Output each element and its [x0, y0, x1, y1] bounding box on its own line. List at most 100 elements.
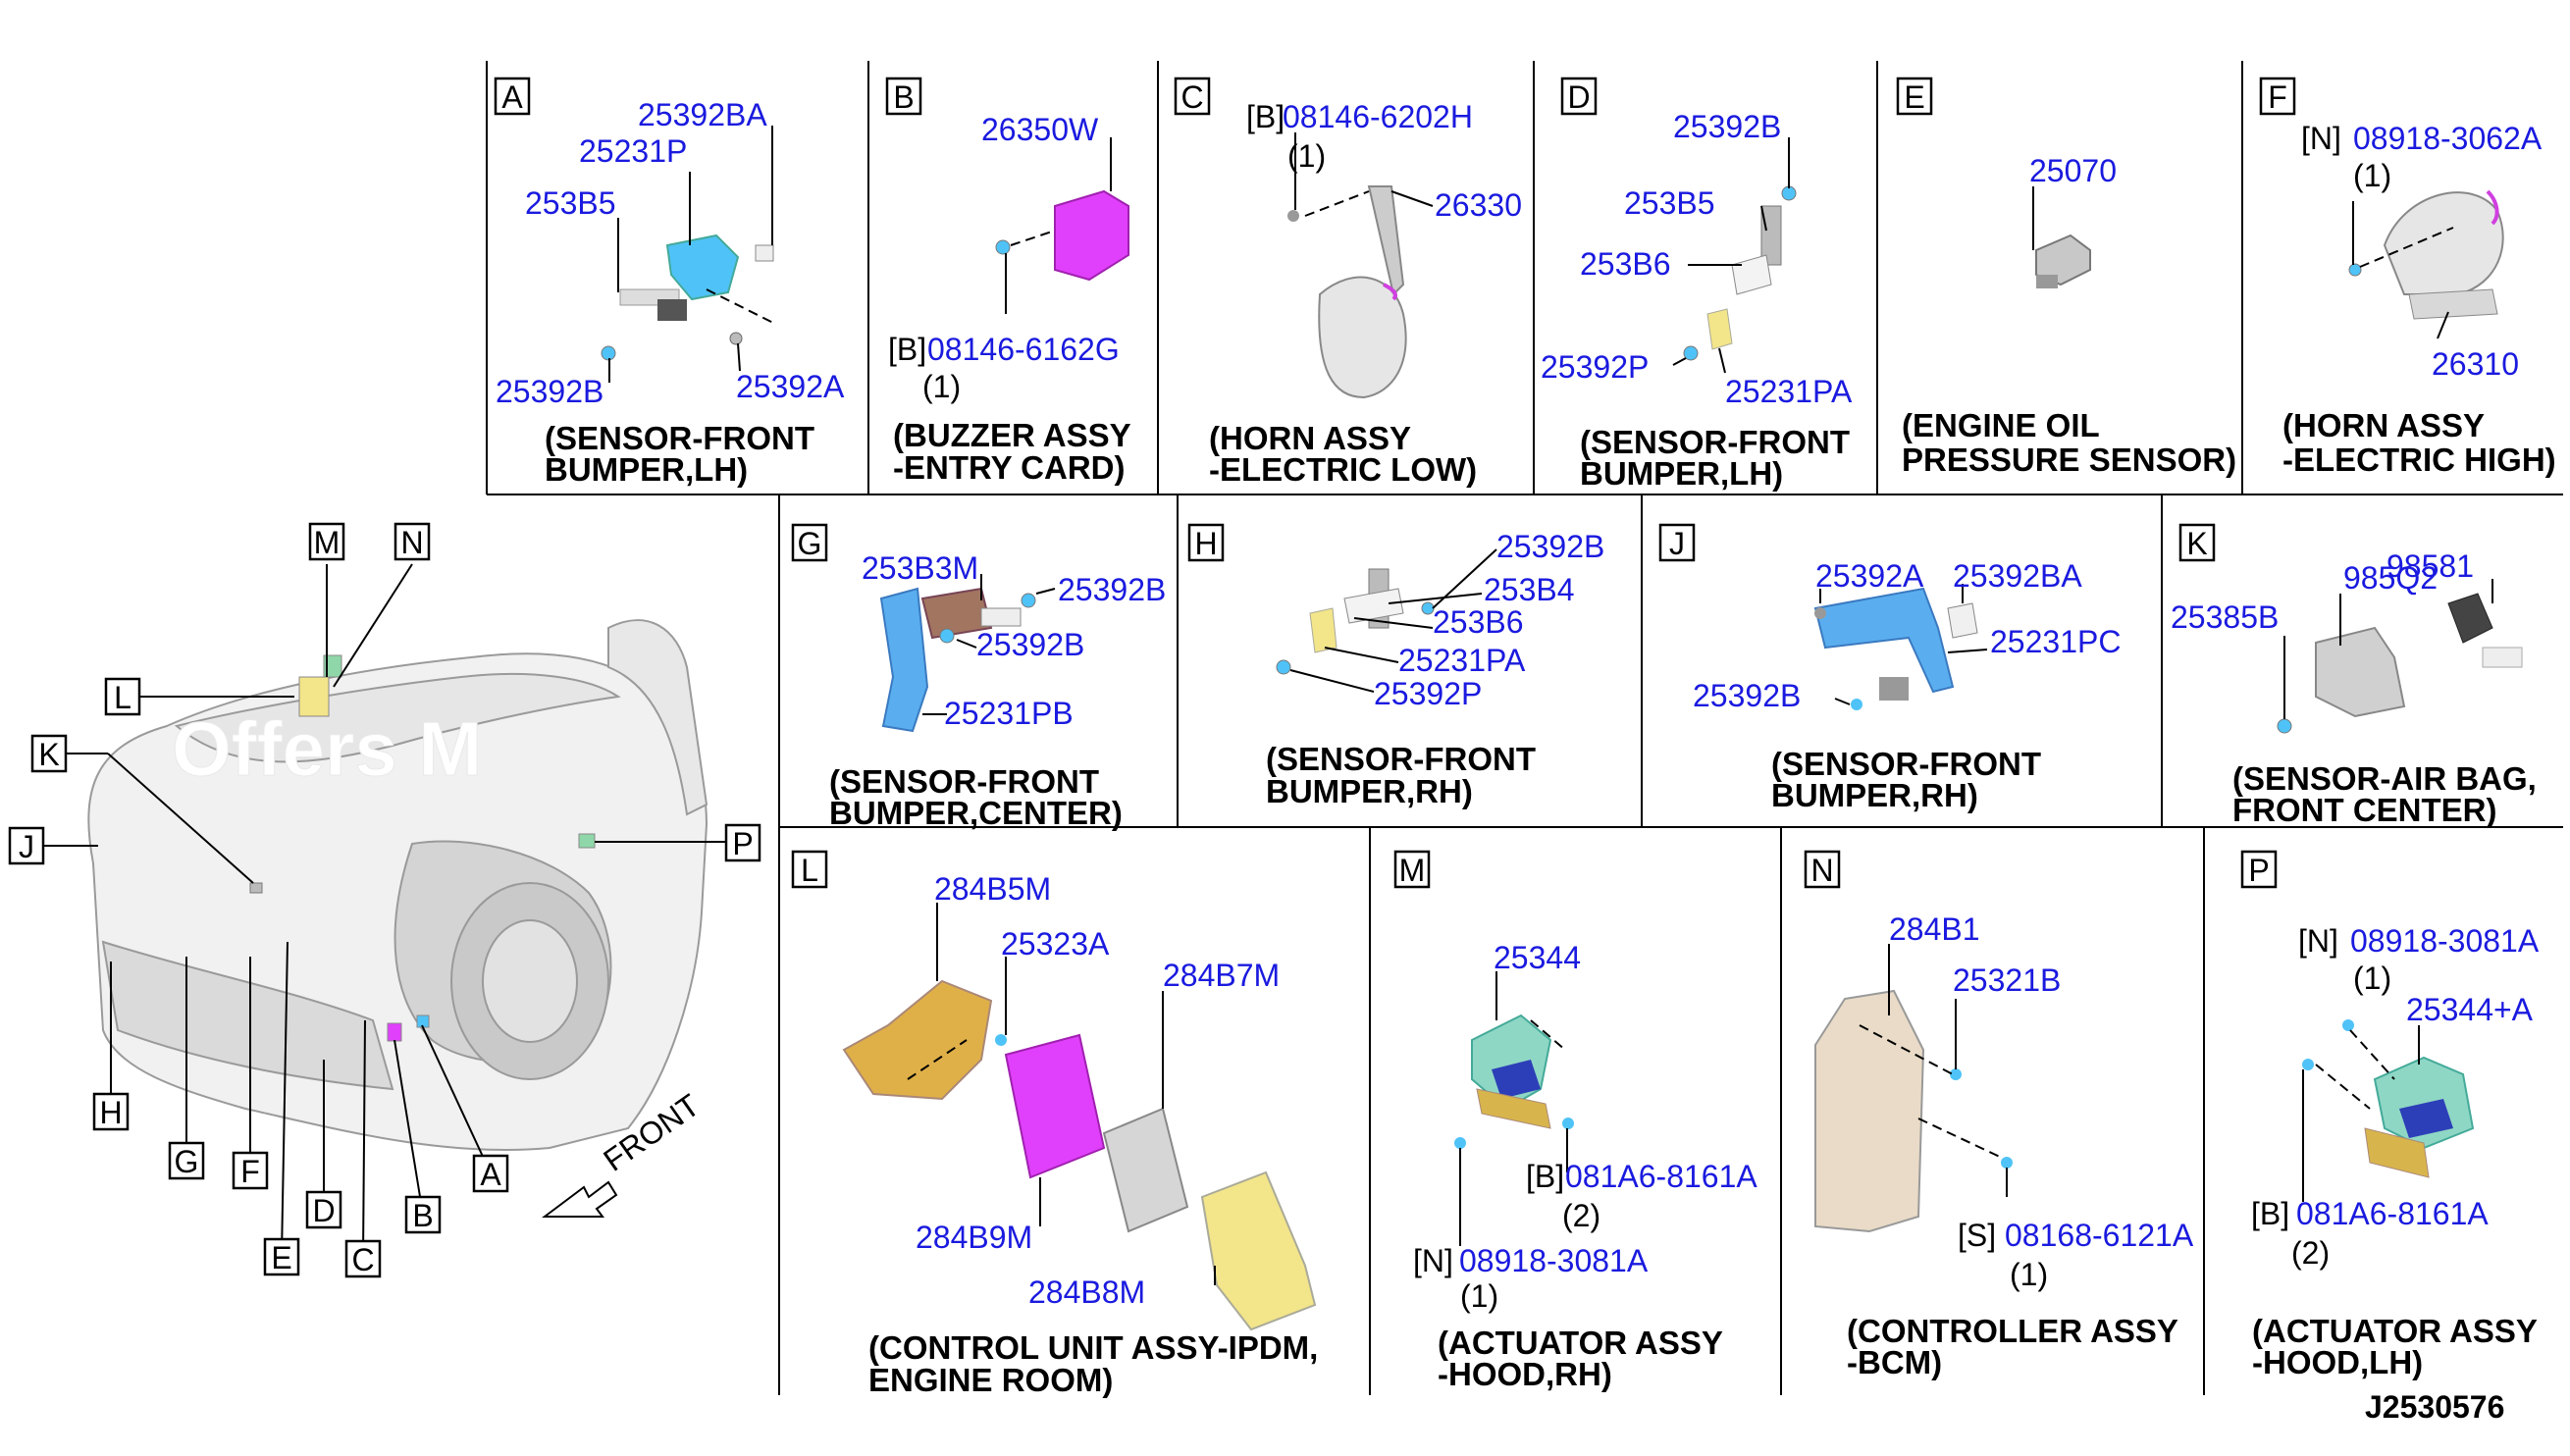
svg-text:BUMPER,RH): BUMPER,RH): [1266, 773, 1473, 809]
panel-G: G 253B3M 25392B 25392B 25231PB (SENSOR-F…: [791, 523, 1166, 831]
svg-text:G: G: [175, 1144, 199, 1179]
panel-J: J 25392A 25392BA 25231PC 25392B (SENSOR-…: [1658, 523, 2121, 813]
svg-text:-ELECTRIC LOW): -ELECTRIC LOW): [1209, 451, 1477, 488]
svg-text:284B5M: 284B5M: [934, 871, 1051, 907]
svg-text:(ACTUATOR ASSY: (ACTUATOR ASSY: [2252, 1313, 2538, 1349]
svg-text:-BCM): -BCM): [1847, 1344, 1942, 1380]
svg-text:(SENSOR-FRONT: (SENSOR-FRONT: [1266, 741, 1536, 777]
svg-text:-HOOD,RH): -HOOD,RH): [1438, 1356, 1612, 1392]
svg-text:(2): (2): [1562, 1198, 1600, 1233]
svg-text:25392B: 25392B: [1693, 678, 1801, 713]
svg-text:P: P: [732, 826, 753, 861]
svg-text:253B5: 253B5: [525, 185, 616, 221]
svg-text:B: B: [893, 79, 914, 115]
svg-text:26330: 26330: [1435, 187, 1522, 223]
svg-text:284B7M: 284B7M: [1163, 958, 1280, 993]
svg-text:P: P: [2248, 853, 2269, 888]
svg-text:25070: 25070: [2029, 153, 2117, 188]
svg-text:08918-3062A: 08918-3062A: [2353, 121, 2543, 156]
svg-text:[B]: [B]: [1526, 1159, 1564, 1194]
svg-text:25231PC: 25231PC: [1990, 624, 2121, 659]
panel-L: L 284B5M 25323A 284B7M 284B9M 284B8M (CO…: [791, 850, 1318, 1398]
svg-text:(SENSOR-FRONT: (SENSOR-FRONT: [829, 763, 1099, 800]
svg-text:(1): (1): [1287, 138, 1326, 174]
svg-text:(HORN ASSY: (HORN ASSY: [1209, 420, 1411, 456]
svg-text:M: M: [1399, 853, 1426, 888]
svg-text:25392BA: 25392BA: [638, 97, 767, 132]
svg-text:(SENSOR-FRONT: (SENSOR-FRONT: [545, 420, 814, 456]
svg-text:M: M: [314, 525, 341, 560]
svg-text:H: H: [1194, 526, 1217, 561]
center-sensor-icon: [879, 587, 1036, 733]
hood-actuator-rh-icon: [1454, 1014, 1574, 1149]
svg-text:(1): (1): [1460, 1278, 1498, 1314]
svg-text:25231PA: 25231PA: [1398, 643, 1526, 678]
panel-C: C [B] 08146-6202H (1) 26330 (HORN ASSY -…: [1174, 77, 1522, 488]
overview-leader-lines: [41, 563, 743, 1259]
svg-text:K: K: [2186, 526, 2207, 561]
diagram-id: J2530576: [2365, 1389, 2504, 1425]
callout-E: E: [263, 1237, 300, 1276]
svg-text:C: C: [351, 1242, 374, 1277]
hood-actuator-lh-icon: [2302, 1019, 2475, 1178]
svg-text:25344+A: 25344+A: [2406, 992, 2534, 1027]
panel-F: F [N] 08918-3062A (1) 26310 (HORN ASSY -…: [2259, 77, 2556, 478]
svg-text:K: K: [38, 737, 59, 772]
svg-text:08918-3081A: 08918-3081A: [1459, 1243, 1649, 1278]
callout-K: K: [30, 734, 68, 773]
bcm-icon: [1814, 989, 2013, 1233]
callout-L: L: [104, 677, 141, 716]
svg-text:BUMPER,RH): BUMPER,RH): [1771, 777, 1978, 813]
callout-H: H: [92, 1092, 130, 1131]
ipdm-icon: [842, 979, 1317, 1331]
svg-text:PRESSURE SENSOR): PRESSURE SENSOR): [1902, 442, 2236, 478]
svg-text:G: G: [798, 526, 822, 561]
svg-text:[B]: [B]: [2251, 1196, 2289, 1231]
svg-text:(SENSOR-FRONT: (SENSOR-FRONT: [1771, 746, 2041, 782]
airbag-sensor-icon: [2277, 593, 2523, 734]
panel-D: D 25392B 253B5 253B6 25392P 25231PA (SEN…: [1541, 77, 1853, 492]
sensor-rh-bracket-icon: [1813, 587, 1978, 710]
svg-text:L: L: [114, 680, 131, 715]
svg-text:25392B: 25392B: [1673, 109, 1781, 144]
callout-J: J: [8, 826, 45, 865]
svg-text:25344: 25344: [1494, 940, 1581, 975]
svg-text:25323A: 25323A: [1001, 926, 1110, 962]
svg-text:(2): (2): [2291, 1235, 2330, 1271]
svg-text:-ENTRY CARD): -ENTRY CARD): [893, 449, 1126, 486]
svg-text:C: C: [1180, 79, 1203, 115]
vehicle-overview: Offers M M N L K J P H G F E: [8, 522, 761, 1278]
svg-text:BUMPER,LH): BUMPER,LH): [545, 451, 748, 488]
svg-text:25392A: 25392A: [1815, 558, 1924, 594]
hood-actuator-marker: [323, 654, 342, 678]
svg-text:BUMPER,CENTER): BUMPER,CENTER): [829, 795, 1123, 831]
svg-text:26310: 26310: [2432, 346, 2519, 382]
callout-N: N: [393, 522, 431, 561]
svg-text:081A6-8161A: 081A6-8161A: [1565, 1159, 1757, 1194]
svg-text:284B1: 284B1: [1889, 911, 1980, 947]
watermark-text: Offers M: [172, 705, 482, 792]
svg-text:(1): (1): [2353, 961, 2391, 996]
svg-text:(HORN ASSY: (HORN ASSY: [2282, 407, 2485, 443]
svg-text:253B5: 253B5: [1624, 185, 1715, 221]
horn-high-icon: [2348, 189, 2504, 320]
svg-text:08146-6162G: 08146-6162G: [927, 332, 1120, 367]
svg-text:[N]: [N]: [1413, 1243, 1453, 1278]
svg-text:081A6-8161A: 081A6-8161A: [2296, 1196, 2489, 1231]
svg-text:284B8M: 284B8M: [1028, 1274, 1145, 1310]
oil-pressure-sensor-icon: [2035, 234, 2091, 288]
svg-text:ENGINE ROOM): ENGINE ROOM): [868, 1362, 1113, 1398]
svg-text:(SENSOR-AIR BAG,: (SENSOR-AIR BAG,: [2232, 760, 2537, 797]
svg-text:25392BA: 25392BA: [1953, 558, 2082, 594]
svg-text:(CONTROLLER ASSY: (CONTROLLER ASSY: [1847, 1313, 2178, 1349]
ipdm-marker: [298, 676, 330, 717]
buzzer-icon: [995, 189, 1129, 282]
svg-text:-HOOD,LH): -HOOD,LH): [2252, 1344, 2423, 1380]
svg-text:25392P: 25392P: [1374, 676, 1482, 711]
svg-text:J: J: [1669, 526, 1685, 561]
panel-M: M 25344 [B] 081A6-8161A (2) [N] 08918-30…: [1393, 850, 1757, 1392]
svg-text:(1): (1): [2353, 158, 2391, 193]
sensor-k-marker: [249, 882, 263, 894]
hood-actuator-lh-marker: [578, 833, 596, 849]
